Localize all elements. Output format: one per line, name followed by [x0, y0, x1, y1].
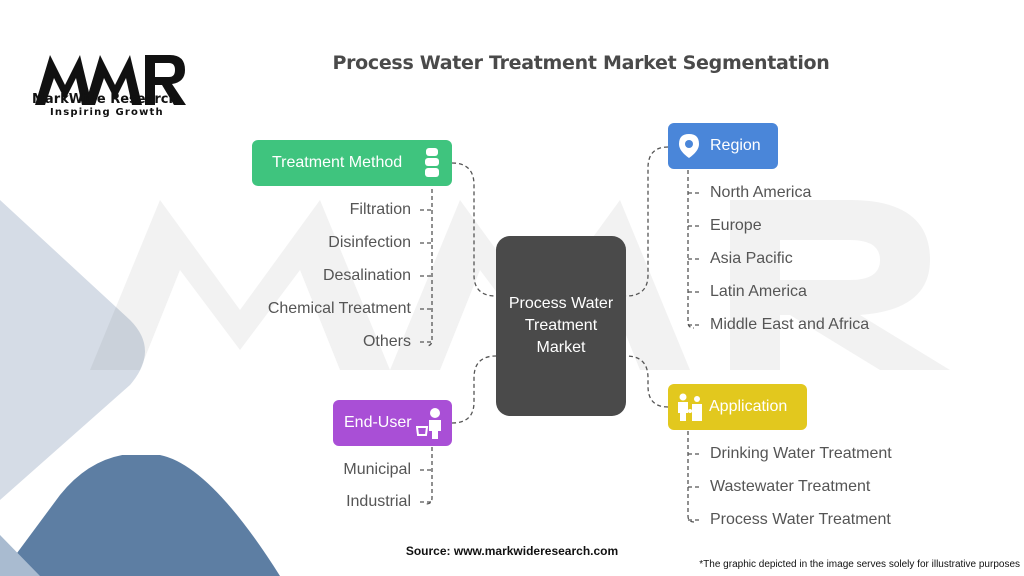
- list-item: Others: [362, 333, 411, 350]
- list-item: Drinking Water Treatment: [710, 445, 892, 462]
- list-item: Wastewater Treatment: [710, 478, 871, 495]
- list-item: Middle East and Africa: [710, 316, 870, 333]
- list-item: Latin America: [710, 283, 807, 300]
- list-item: Asia Pacific: [710, 250, 793, 267]
- category-label: End-User: [344, 414, 412, 431]
- list-item: Chemical Treatment: [267, 300, 411, 317]
- category-label: Treatment Method: [272, 154, 403, 171]
- list-item: Industrial: [346, 493, 411, 510]
- list-item: Europe: [710, 217, 762, 234]
- category-application: Application: [668, 384, 807, 430]
- category-label: Application: [709, 398, 788, 415]
- list-item: Municipal: [343, 461, 411, 478]
- center-node: Process Water Treatment Market: [496, 236, 626, 416]
- list-item: Filtration: [349, 201, 411, 218]
- location-pin-icon: [678, 134, 700, 158]
- list-item: Desalination: [322, 267, 411, 284]
- list-item: Disinfection: [328, 234, 411, 251]
- company-tagline: Inspiring Growth: [50, 107, 164, 118]
- category-label: Region: [710, 137, 761, 154]
- list-item: North America: [710, 184, 812, 201]
- background-shape-lower: [0, 455, 280, 576]
- shopper-icon: [416, 407, 444, 439]
- background-shape-upper: [0, 200, 145, 500]
- company-name: MarkWide Research: [32, 92, 178, 107]
- bottle-stack-icon: [424, 148, 440, 178]
- category-treatment-method: Treatment Method: [252, 140, 452, 186]
- category-region: Region: [668, 123, 778, 169]
- disclaimer-note: *The graphic depicted in the image serve…: [699, 559, 1020, 570]
- source-credit: Source: www.markwideresearch.com: [405, 544, 619, 558]
- markwide-logo-icon: [35, 55, 186, 105]
- list-item: Process Water Treatment: [710, 511, 891, 528]
- page-title: Process Water Treatment Market Segmentat…: [332, 52, 830, 74]
- category-end-user: End-User: [333, 400, 452, 446]
- family-icon: [676, 393, 704, 421]
